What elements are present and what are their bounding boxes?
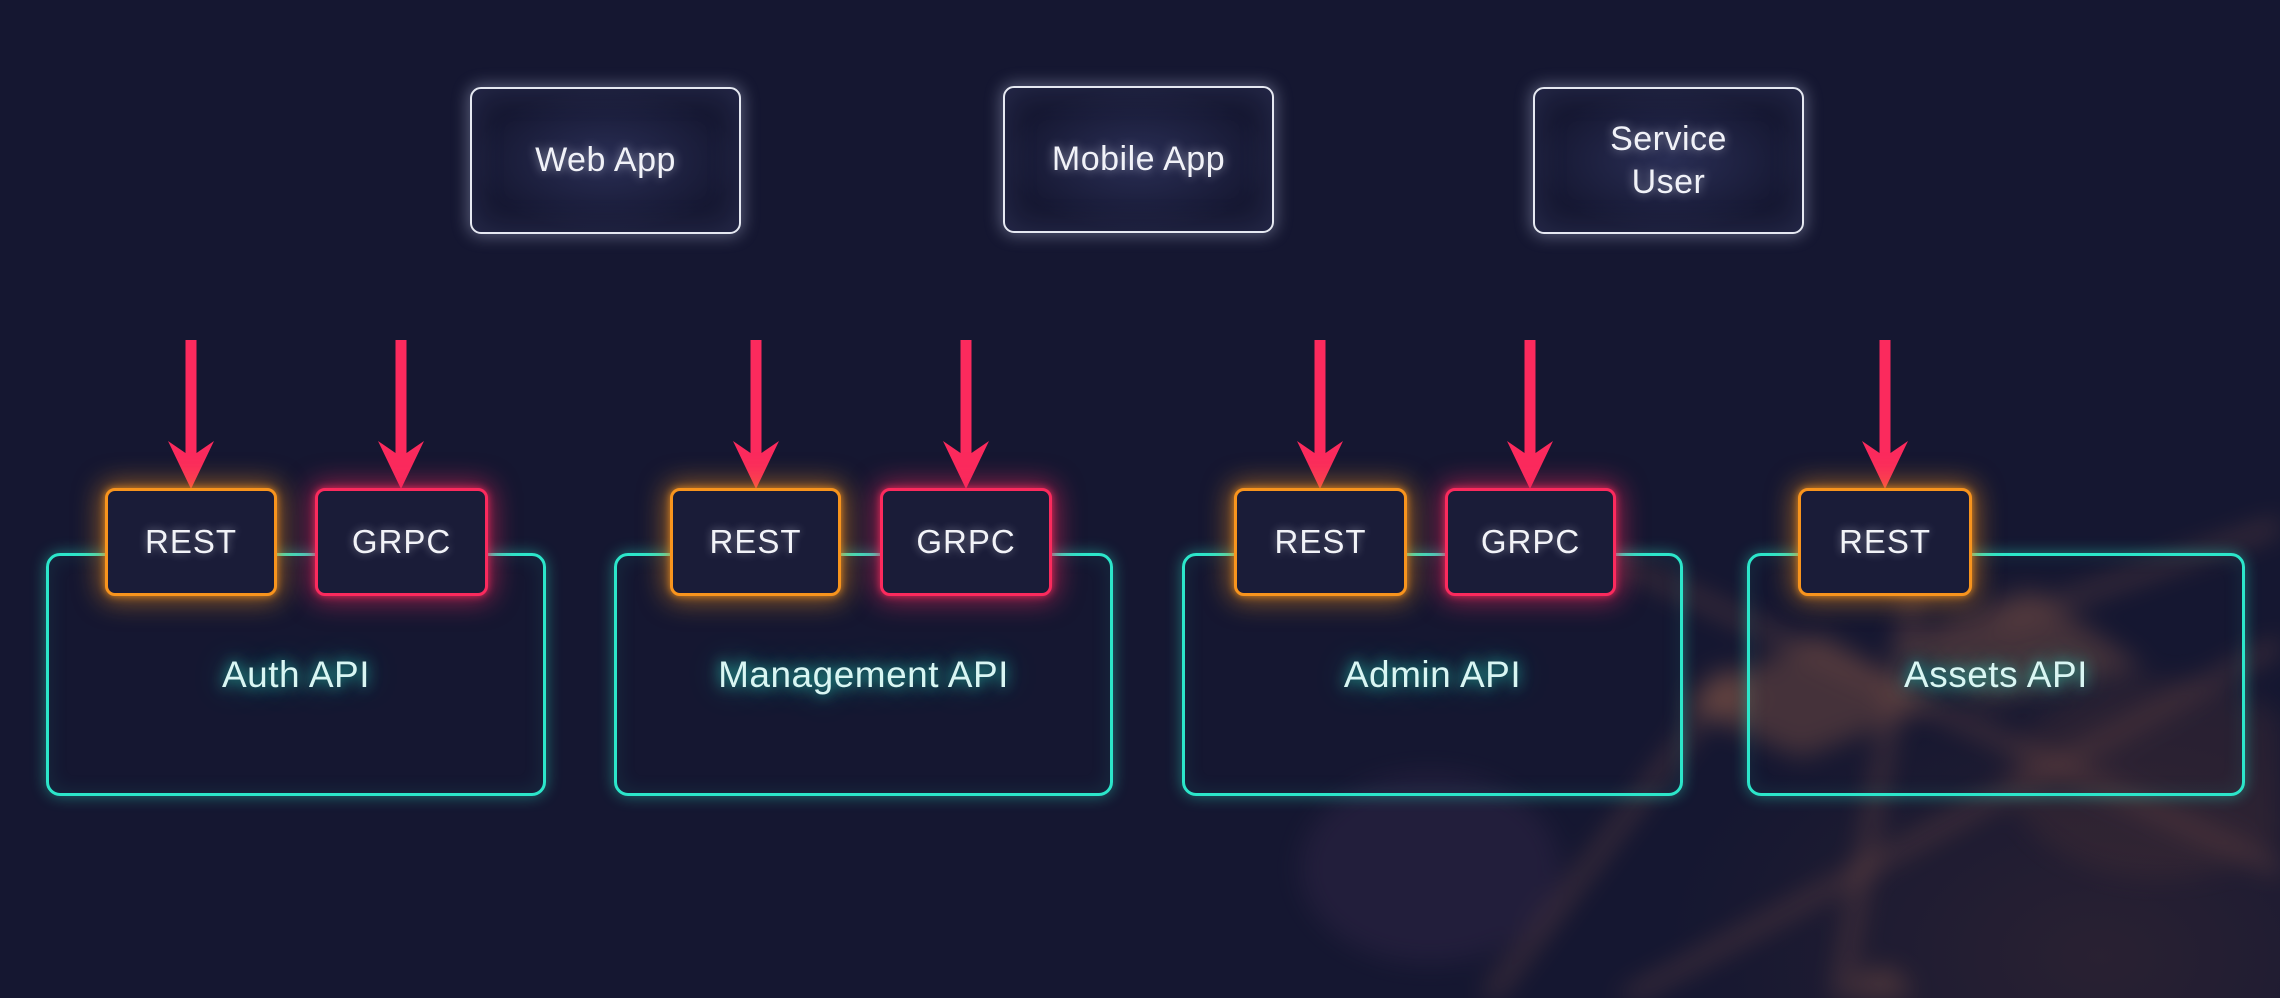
protocol-tag-auth-grpc: GRPC <box>315 488 488 596</box>
client-label: Mobile App <box>1051 140 1226 179</box>
api-node-admin: Admin API <box>1182 553 1683 796</box>
protocol-tag-management-rest: REST <box>670 488 841 596</box>
down-arrow <box>168 340 214 489</box>
client-node-service-user: Service User <box>1533 87 1804 234</box>
protocol-label: REST <box>1838 523 1931 560</box>
protocol-label: REST <box>144 523 237 560</box>
protocol-tag-admin-rest: REST <box>1234 488 1407 596</box>
api-node-auth: Auth API <box>46 553 546 796</box>
protocol-tag-auth-rest: REST <box>105 488 277 596</box>
background-network-texture <box>1300 519 2280 998</box>
client-label: Web App <box>535 141 676 180</box>
api-node-assets: Assets API <box>1747 553 2245 796</box>
protocol-label: REST <box>709 523 802 560</box>
client-node-web-app: Web App <box>470 87 741 234</box>
protocol-label: GRPC <box>916 523 1016 560</box>
api-label: Auth API <box>222 653 370 695</box>
down-arrow <box>733 340 779 489</box>
protocol-label: GRPC <box>351 523 452 560</box>
protocol-tag-assets-rest: REST <box>1798 488 1972 596</box>
protocol-label: REST <box>1274 523 1367 560</box>
down-arrow <box>943 340 989 489</box>
protocol-tag-management-grpc: GRPC <box>880 488 1052 596</box>
api-node-management: Management API <box>614 553 1113 796</box>
client-label: Service User <box>1610 120 1727 201</box>
down-arrow <box>378 340 424 489</box>
api-label: Management API <box>718 653 1009 695</box>
api-label: Assets API <box>1904 653 2088 695</box>
protocol-tag-admin-grpc: GRPC <box>1445 488 1616 596</box>
protocol-label: GRPC <box>1480 523 1581 560</box>
api-label: Admin API <box>1343 653 1522 695</box>
client-node-mobile-app: Mobile App <box>1003 86 1274 233</box>
